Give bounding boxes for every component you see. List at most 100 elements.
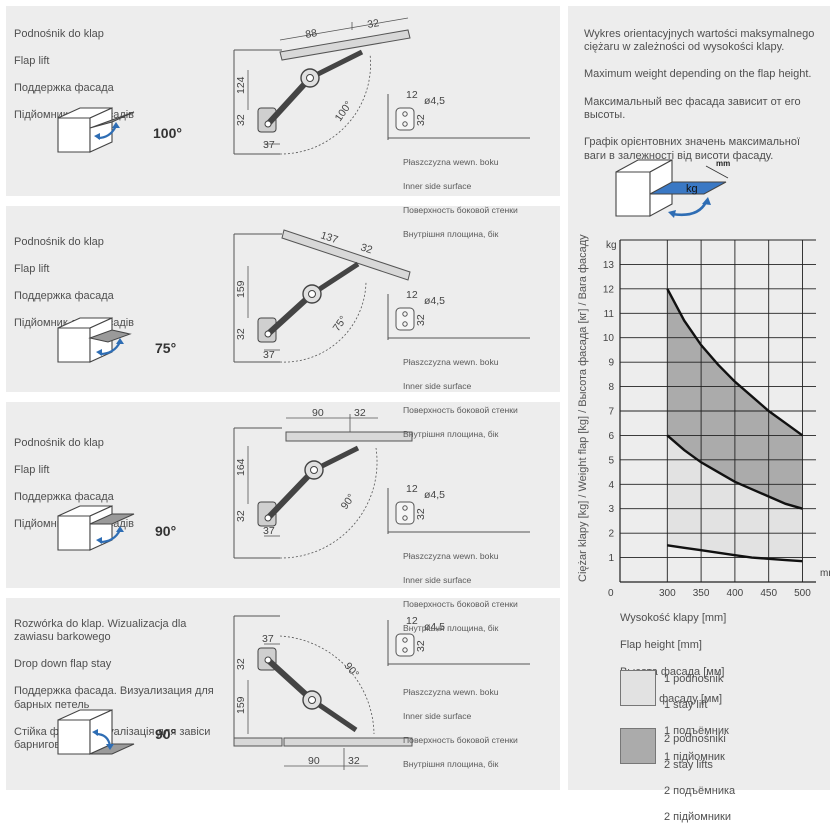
note-uk: Внутрішня площина, бік xyxy=(403,759,499,769)
drop-stay-drawing: 90 32 32 159 90° 37 xyxy=(233,615,413,770)
dim-bottom: 37 xyxy=(263,349,275,361)
y-tick-label: 1 xyxy=(608,553,614,564)
dim-top-a: 90 xyxy=(308,755,320,767)
note-ru: Поверхность боковой стенки xyxy=(403,405,518,415)
angle-badge: 75° xyxy=(155,340,177,356)
dim-32: 32 xyxy=(415,640,427,652)
y-tick-label: 9 xyxy=(608,358,614,369)
dim-bottom: 37 xyxy=(262,633,274,645)
dim-small: 32 xyxy=(235,510,247,522)
dim-arc: 75° xyxy=(331,314,350,334)
label-en: Flap lift xyxy=(14,463,50,476)
note-pl: Płaszczyzna wewn. boku xyxy=(403,551,499,561)
dim-12: 12 xyxy=(406,89,418,101)
label-en: Flap lift xyxy=(14,262,50,275)
note-en: Inner side surface xyxy=(403,181,472,191)
x-tick-label: 500 xyxy=(794,588,811,599)
note-pl: Płaszczyzna wewn. boku xyxy=(403,357,499,367)
dim-diameter: ø4,5 xyxy=(424,621,445,633)
panel-4-labels: Rozwórka do klap. Wizualizacja dla zawia… xyxy=(14,604,214,766)
xlabel-pl: Wysokość klapy [mm] xyxy=(620,611,727,624)
curve-1-lift-max xyxy=(666,434,803,510)
dim-small: 32 xyxy=(235,658,247,670)
chart-y-axis-title: Ciężar klapy [kg] / Weight flap [kg] / В… xyxy=(577,234,589,582)
y-tick-label: 11 xyxy=(604,309,615,320)
dim-bottom: 37 xyxy=(263,525,275,537)
dim-32: 32 xyxy=(415,314,427,326)
dim-12: 12 xyxy=(406,615,418,627)
dim-diameter: ø4,5 xyxy=(424,489,445,501)
note-ru: Поверхность боковой стенки xyxy=(403,735,518,745)
dim-arc: 100° xyxy=(333,99,355,124)
side-surface-note: Płaszczyzna wewn. boku Inner side surfac… xyxy=(403,144,518,252)
note-uk: Внутрішня площина, бік xyxy=(403,429,499,439)
intro-en: Maximum weight depending on the flap hei… xyxy=(584,68,812,81)
curve-1-lift-min xyxy=(667,544,803,563)
dim-arc: 90° xyxy=(342,660,361,680)
label-ru: Поддержка фасада xyxy=(14,289,114,302)
note-en: Inner side surface xyxy=(403,711,472,721)
dim-diameter: ø4,5 xyxy=(424,95,445,107)
y-tick-label: 13 xyxy=(603,260,615,271)
legend-label-1-lift: 1 podnośnik 1 stay lift 1 подъёмник 1 пі… xyxy=(664,660,729,777)
y-tick-label: 5 xyxy=(608,455,614,466)
dim-diameter: ø4,5 xyxy=(424,295,445,307)
legend-line: 1 подъёмник xyxy=(664,725,729,737)
panel-flap-90 xyxy=(6,402,560,588)
label-pl: Podnośnik do klap xyxy=(14,27,104,40)
cabinet-flap-up-icon xyxy=(57,317,132,363)
xlabel-en: Flap height [mm] xyxy=(620,638,702,651)
y-tick-label: 7 xyxy=(608,407,614,418)
cabinet-weight-icon: kg mm xyxy=(615,159,730,218)
x-tick-label: 350 xyxy=(693,588,710,599)
y-tick-label: 8 xyxy=(608,382,614,393)
legend-line: 2 stay lifts xyxy=(664,759,713,771)
note-uk: Внутрішня площина, бік xyxy=(403,623,499,633)
intro-uk: Графік орієнтовних значень максимальної … xyxy=(584,136,800,162)
xlabel-ru: Высота фасада [мм] xyxy=(620,665,725,678)
side-surface-note: Płaszczyzna wewn. boku Inner side surfac… xyxy=(403,344,518,452)
lift-drawing-100: 88 32 124 32 100° 37 xyxy=(233,17,411,155)
legend-line: 2 podnośniki xyxy=(664,733,726,745)
label-en: Flap lift xyxy=(14,54,50,67)
lift-drawing-75: 137 32 159 32 75° 37 xyxy=(233,229,411,363)
side-surface-note: Płaszczyzna wewn. boku Inner side surfac… xyxy=(403,538,518,646)
dim-32: 32 xyxy=(415,508,427,520)
mm-label: mm xyxy=(716,159,730,168)
dim-small: 32 xyxy=(235,328,247,340)
dim-top-a: 137 xyxy=(319,229,340,246)
curve-2-lifts-max xyxy=(666,288,804,437)
legend-line: 1 stay lift xyxy=(664,699,708,711)
y-tick-label: 4 xyxy=(608,480,614,491)
dim-top-b: 32 xyxy=(354,408,366,419)
label-ru: Поддержка фасада. Визуализация для барны… xyxy=(14,685,214,711)
side-hole-detail: 12 ø4,5 32 xyxy=(387,89,530,140)
legend-line: 1 podnośnik xyxy=(664,673,724,685)
x-tick-label: 400 xyxy=(727,588,744,599)
x-tick-label: 450 xyxy=(760,588,777,599)
y-tick-label: 3 xyxy=(608,504,614,515)
note-pl: Płaszczyzna wewn. boku xyxy=(403,687,499,697)
y-tick-label: 10 xyxy=(603,333,615,344)
cabinet-flap-up-icon xyxy=(57,107,135,153)
note-en: Inner side surface xyxy=(403,575,472,585)
intro-pl: Wykres orientacyjnych wartości maksymaln… xyxy=(584,27,815,54)
legend-swatch-2-lifts xyxy=(620,728,656,764)
kg-label: kg xyxy=(686,183,698,195)
panel-flap-100 xyxy=(6,6,560,196)
note-pl: Płaszczyzna wewn. boku xyxy=(403,157,499,167)
lift-drawing-90: 90 32 164 32 90° 37 xyxy=(233,408,413,559)
dim-top-a: 90 xyxy=(312,408,324,419)
label-pl: Rozwórka do klap. Wizualizacja dla zawia… xyxy=(14,617,187,644)
label-ru: Поддержка фасада xyxy=(14,81,114,94)
cabinet-flap-up-icon xyxy=(57,505,135,551)
label-en: Drop down flap stay xyxy=(14,658,112,670)
dim-12: 12 xyxy=(406,289,418,301)
legend-line: 2 подъёмника xyxy=(664,785,736,797)
dim-bottom: 37 xyxy=(263,139,275,151)
note-en: Inner side surface xyxy=(403,381,472,391)
dim-32: 32 xyxy=(415,114,427,126)
legend-label-2-lifts: 2 podnośniki 2 stay lifts 2 подъёмника 2… xyxy=(664,720,735,837)
angle-badge: 90° xyxy=(155,726,177,742)
